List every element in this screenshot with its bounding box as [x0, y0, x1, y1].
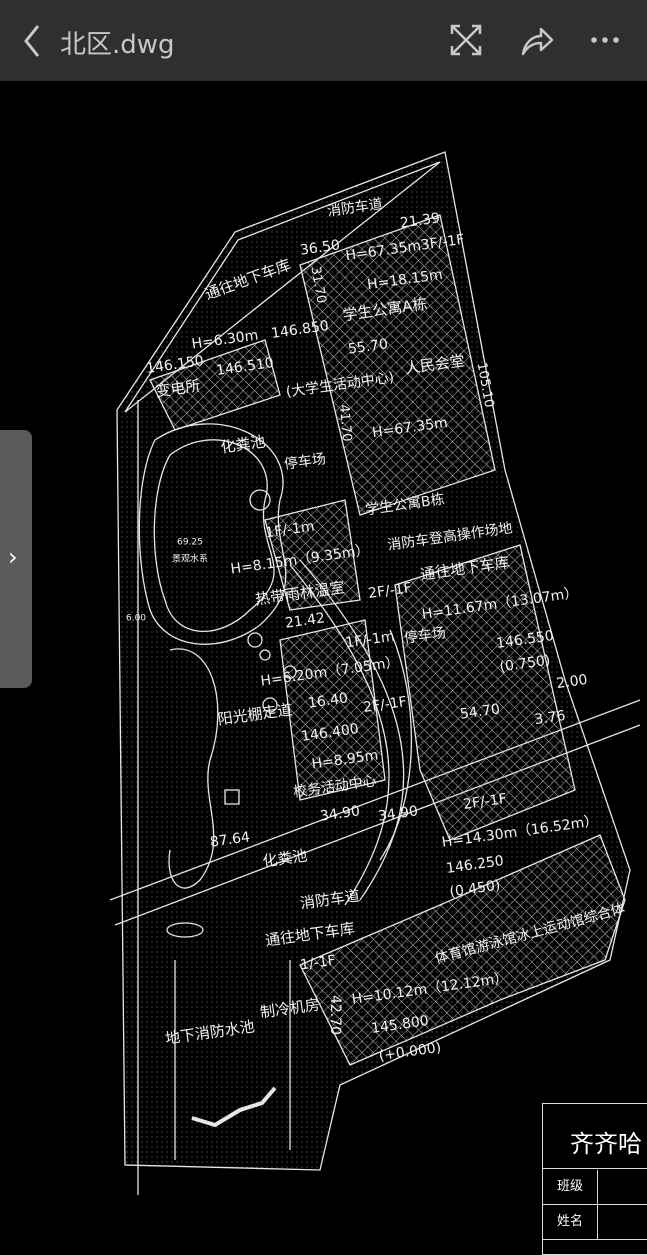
side-panel-toggle[interactable]: ›	[0, 430, 32, 688]
share-icon[interactable]	[517, 20, 557, 60]
title-block-title: 齐齐哈	[570, 1130, 642, 1158]
drawing-label: 69.25	[177, 537, 203, 548]
title-block-name-label: 姓名	[543, 1205, 598, 1239]
chevron-left-icon[interactable]	[18, 22, 48, 60]
top-bar: 北区.dwg	[0, 0, 647, 81]
greenhouse	[264, 499, 361, 611]
chevron-right-icon: ›	[8, 543, 18, 571]
drawing-label: 41.70	[335, 403, 355, 443]
site-plan-drawing	[109, 151, 641, 1195]
more-icon[interactable]	[586, 20, 626, 60]
drawing-label: 3.76	[533, 707, 567, 729]
sports-complex	[299, 834, 626, 1066]
landscape-pond	[153, 439, 275, 632]
substation	[149, 339, 281, 431]
title-block: 齐齐哈 班级 姓名	[542, 1103, 647, 1255]
drawing-label: 6.00	[125, 613, 147, 624]
drawing-label: 2.00	[555, 671, 589, 693]
file-title: 北区.dwg	[60, 30, 175, 60]
fullscreen-icon[interactable]	[446, 20, 486, 60]
drawing-label: 景观水系	[171, 554, 209, 565]
drawing-label: 42.70	[327, 994, 343, 1036]
parking-garage-building	[394, 544, 576, 841]
title-block-class-label: 班级	[543, 1170, 598, 1204]
dormitory-a-building	[299, 214, 496, 516]
